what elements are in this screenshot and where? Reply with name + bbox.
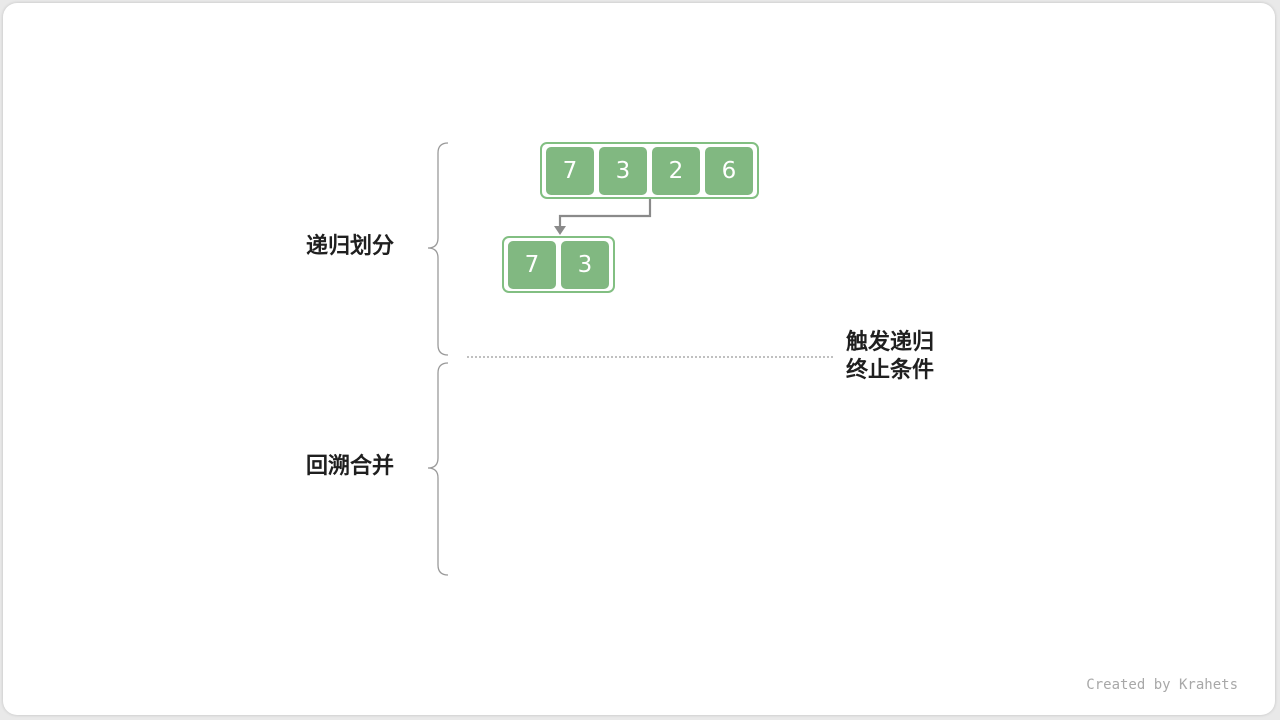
array-cell: 6 xyxy=(705,147,753,195)
lower-brace xyxy=(427,362,449,576)
array-cell: 7 xyxy=(546,147,594,195)
recursive-divide-label: 递归划分 xyxy=(306,234,395,259)
split-connector-arrow xyxy=(558,198,652,228)
trigger-condition-label-line1: 触发递归 xyxy=(846,330,935,355)
root-array: 7 3 2 6 xyxy=(540,142,759,199)
trigger-condition-label-line2: 终止条件 xyxy=(846,358,935,383)
canvas-card xyxy=(3,3,1275,715)
backtrack-merge-label: 回溯合并 xyxy=(306,454,395,479)
left-child-array: 7 3 xyxy=(502,236,615,293)
array-cell: 2 xyxy=(652,147,700,195)
split-arrowhead xyxy=(554,226,566,235)
credit-text: Created by Krahets xyxy=(1086,677,1238,693)
array-cell: 3 xyxy=(561,241,609,289)
array-cell: 3 xyxy=(599,147,647,195)
upper-brace xyxy=(427,142,449,356)
array-cell: 7 xyxy=(508,241,556,289)
